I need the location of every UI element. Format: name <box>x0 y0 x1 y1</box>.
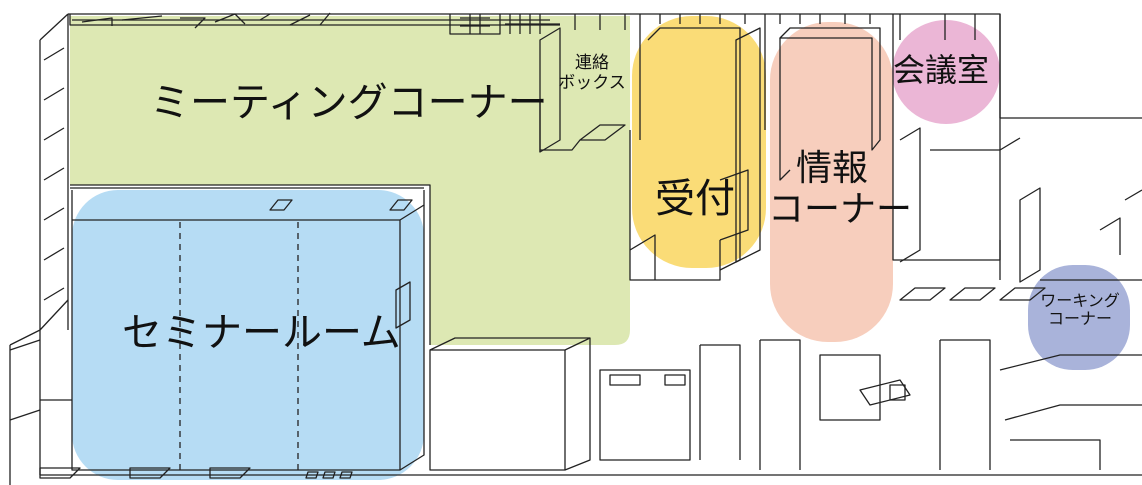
conference-room-label: 会議室 <box>893 52 989 89</box>
info-corner-label: 情報 コーナー <box>768 148 913 231</box>
seminar-room-area <box>72 190 424 480</box>
info-corner-area <box>770 22 893 342</box>
working-corner-area <box>1028 265 1130 370</box>
info-corner-label-line1: 情報 <box>795 148 868 189</box>
reception-label: 受付 <box>655 176 735 222</box>
meeting-corner-label: ミーティングコーナー <box>150 80 548 126</box>
seminar-room-label: セミナールーム <box>122 310 401 356</box>
working-corner-label-line2: コーナー <box>1047 309 1112 329</box>
meeting-corner-label-text: ミーティングコーナー <box>150 80 548 126</box>
working-corner-label: ワーキング コーナー <box>1032 291 1128 329</box>
conference-room-area <box>892 20 1000 124</box>
reception-label-text: 受付 <box>655 176 735 222</box>
zone-areas <box>70 16 1130 480</box>
conference-room-label-text: 会議室 <box>893 51 990 89</box>
reception-area <box>632 16 766 268</box>
contact-box-label-line1: 連絡 <box>575 53 609 73</box>
info-corner-label-line2: コーナー <box>768 189 913 231</box>
contact-box-label: 連絡 ボックス <box>552 53 632 93</box>
seminar-room-label-text: セミナールーム <box>122 310 401 356</box>
contact-box-label-line2: ボックス <box>558 72 626 93</box>
building-outline <box>9 12 1142 485</box>
meeting-corner-area <box>70 16 630 345</box>
working-corner-label-line1: ワーキング <box>1040 291 1120 310</box>
